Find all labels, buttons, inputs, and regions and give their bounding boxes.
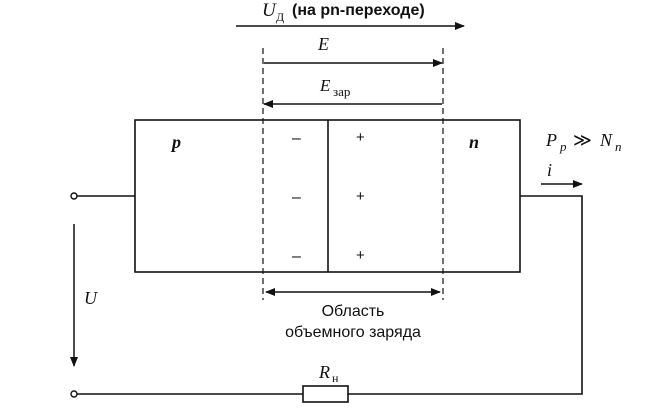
svg-text:n: n <box>615 139 622 154</box>
top-voltage-symbol: U <box>262 0 277 21</box>
svg-text:P: P <box>545 130 557 150</box>
current-label: i <box>547 160 552 180</box>
positive-charge: + <box>356 188 365 205</box>
space-charge-caption-line2: объемного заряда <box>285 324 421 341</box>
svg-text:p: p <box>559 139 567 154</box>
right-wire <box>348 195 583 395</box>
p-region-label: p <box>170 132 181 152</box>
concentration-relation: P p ≫ N n <box>545 130 622 154</box>
positive-charge: + <box>356 247 365 264</box>
svg-text:N: N <box>599 130 613 150</box>
resistor-symbol: R <box>318 362 330 382</box>
applied-voltage-label: U <box>84 288 98 308</box>
top-voltage-caption: (на pn-переходе) <box>292 2 425 19</box>
top-voltage-subscript: Д <box>276 10 284 24</box>
field-ezar-symbol: E <box>319 76 331 95</box>
left-bottom-terminal <box>70 390 78 398</box>
positive-charge: + <box>356 129 365 146</box>
space-charge-caption-line1: Область <box>322 303 385 320</box>
field-e-label: E <box>317 34 329 54</box>
negative-charge: – <box>292 189 301 206</box>
n-region-label: n <box>469 132 479 152</box>
negative-charge: – <box>292 248 301 265</box>
resistor-subscript: н <box>332 371 339 385</box>
negative-charge: – <box>292 130 301 147</box>
field-ezar-subscript: зар <box>333 84 350 99</box>
svg-text:≫: ≫ <box>573 130 592 150</box>
left-top-terminal <box>70 192 78 200</box>
load-resistor <box>302 385 349 403</box>
